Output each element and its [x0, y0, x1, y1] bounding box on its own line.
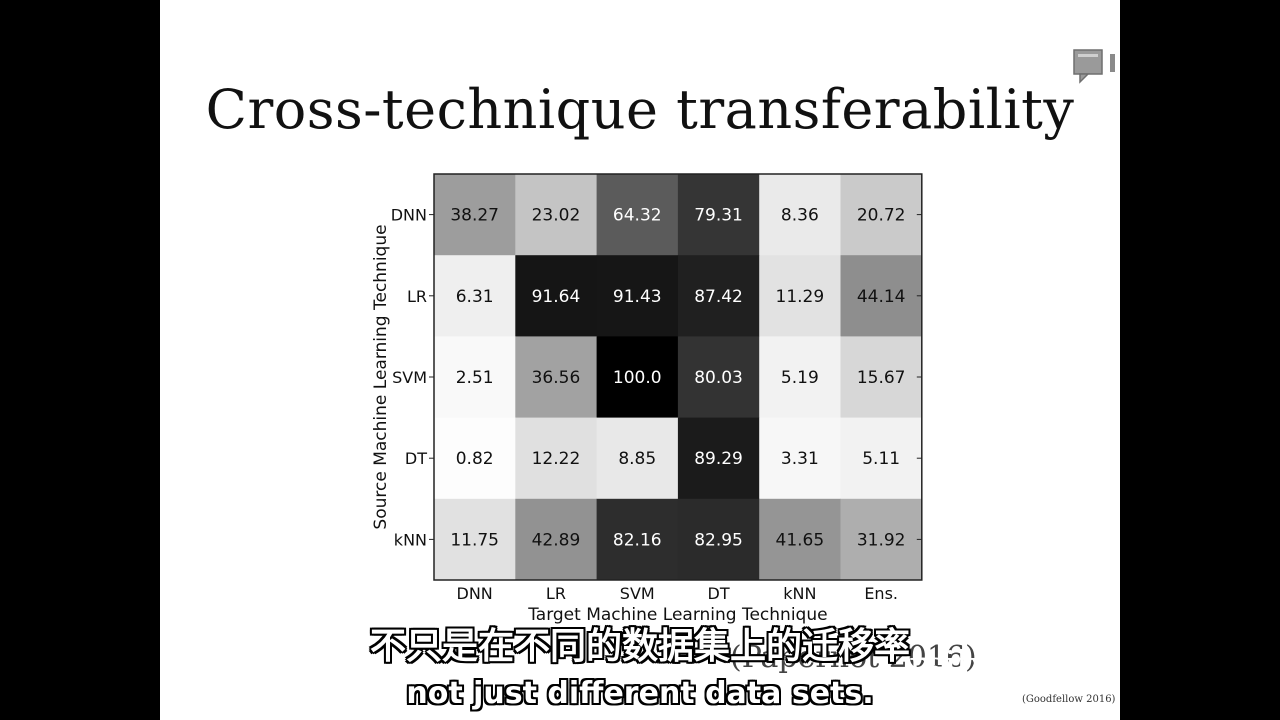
- cell-value-label: 8.36: [781, 206, 819, 226]
- cell-value-label: 3.31: [781, 449, 819, 469]
- x-tick-label: Ens.: [864, 584, 898, 603]
- cell-value-label: 38.27: [450, 206, 499, 226]
- y-tick-label: kNN: [394, 530, 427, 549]
- heatmap-cell: [840, 498, 923, 581]
- heatmap-cell: [515, 417, 598, 500]
- heatmap-cell: [434, 498, 516, 581]
- cell-value-label: 64.32: [613, 206, 662, 226]
- heatmap-cell: [840, 417, 923, 500]
- cell-value-label: 100.0: [613, 368, 662, 388]
- heatmap-cell: [677, 498, 760, 581]
- heatmap-cell: [515, 255, 598, 337]
- heatmap-cell: [596, 336, 679, 419]
- cell-value-label: 79.31: [694, 206, 743, 226]
- cell-value-label: 91.64: [532, 287, 581, 307]
- cell-value-label: 41.65: [776, 530, 825, 550]
- cell-value-label: 2.51: [456, 368, 494, 388]
- comment-icon[interactable]: [1072, 46, 1120, 86]
- cell-value-label: 87.42: [694, 287, 743, 307]
- heatmap-cell: [759, 255, 841, 337]
- cell-value-label: 20.72: [857, 206, 906, 226]
- heatmap-cell: [596, 417, 679, 500]
- slide-title: Cross-technique transferability: [205, 78, 1075, 141]
- heatmap-cell: [596, 174, 679, 256]
- heatmap-svg: 38.27 23.02 64.32 79.31 8.36 20.72 6.31 91.64 91…: [371, 173, 923, 625]
- heatmap-cell: [840, 336, 923, 419]
- cell-value-label: 5.19: [781, 368, 819, 388]
- cell-value-label: 8.85: [618, 449, 656, 469]
- cell-value-label: 82.16: [613, 530, 662, 550]
- cell-value-label: 0.82: [456, 449, 494, 469]
- x-axis-label: Target Machine Learning Technique: [527, 605, 827, 625]
- cell-value-label: 36.56: [532, 368, 581, 388]
- university-logo-text: ford rsity: [905, 588, 1028, 684]
- cell-value-label: 91.43: [613, 287, 662, 307]
- heatmap-cell: [677, 174, 760, 256]
- cell-value-label: 44.14: [857, 287, 906, 307]
- heatmap-cell: [596, 255, 679, 337]
- citation: (Papernot 2016): [730, 640, 977, 675]
- cell-value-label: 82.95: [694, 530, 743, 550]
- cell-value-label: 23.02: [532, 206, 581, 226]
- x-tick-label: SVM: [620, 584, 655, 603]
- heatmap-cell: [759, 417, 841, 500]
- heatmap-cell: [759, 174, 841, 256]
- cell-value-label: 31.92: [857, 530, 906, 550]
- cell-value-label: 12.22: [532, 449, 581, 469]
- heatmap-cell: [759, 498, 841, 581]
- footer-note: (Goodfellow 2016): [1022, 694, 1116, 705]
- heatmap-cell: [840, 255, 923, 337]
- heatmap-cell: [434, 336, 516, 419]
- y-tick-label: DNN: [391, 206, 427, 225]
- heatmap-cell: [677, 417, 760, 500]
- cell-value-label: 89.29: [694, 449, 743, 469]
- lecture-slide: Cross-technique transferability 38.27 23.…: [160, 0, 1120, 720]
- heatmap-cell: [434, 174, 516, 256]
- x-tick-label: DT: [708, 584, 730, 603]
- heatmap-cell: [759, 336, 841, 419]
- y-tick-label: SVM: [392, 368, 427, 387]
- cell-value-label: 42.89: [532, 530, 581, 550]
- cell-value-label: 15.67: [857, 368, 906, 388]
- heatmap-cell: [596, 498, 679, 581]
- logo-line-2: rsity: [909, 645, 992, 686]
- heatmap-cell: [434, 255, 516, 337]
- heatmap-cell: [434, 417, 516, 500]
- x-tick-label: kNN: [783, 584, 816, 603]
- y-tick-label: LR: [407, 287, 427, 306]
- heatmap-cell: [515, 336, 598, 419]
- cell-value-label: 11.75: [450, 530, 499, 550]
- cell-value-label: 6.31: [456, 287, 494, 307]
- cell-value-label: 5.11: [862, 449, 900, 469]
- heatmap-cell: [515, 498, 598, 581]
- cell-value-label: 80.03: [694, 368, 743, 388]
- heatmap-cell: [840, 174, 923, 256]
- heatmap-cell: [677, 255, 760, 337]
- cell-value-label: 11.29: [776, 287, 825, 307]
- y-tick-label: DT: [405, 449, 427, 468]
- heatmap-cell: [515, 174, 598, 256]
- x-tick-label: DNN: [457, 584, 493, 603]
- heatmap-chart: 38.27 23.02 64.32 79.31 8.36 20.72 6.31 91.64 91…: [360, 160, 960, 630]
- x-tick-label: LR: [546, 584, 566, 603]
- heatmap-cell: [677, 336, 760, 419]
- logo-line-1: ford: [911, 583, 1029, 648]
- y-axis-label: Source Machine Learning Technique: [371, 224, 391, 529]
